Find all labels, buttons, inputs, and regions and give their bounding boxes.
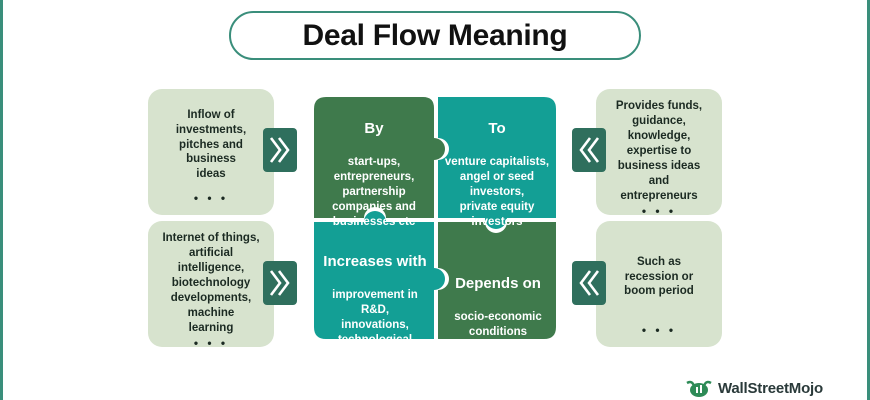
ellipsis-dots: • • • [193, 191, 229, 205]
side-card-text: Inflow of investments, pitches and busin… [175, 108, 247, 181]
double-chevron-right-icon [263, 261, 297, 305]
side-card-text: Internet of things, artificial intellige… [162, 232, 260, 334]
brand-logo: WallStreetMojo [684, 378, 823, 398]
side-card-economic-period: Such as recession or boom period • • • [596, 221, 722, 347]
double-chevron-right-icon [263, 128, 297, 172]
brand-logo-text: WallStreetMojo [718, 379, 823, 397]
ellipsis-dots: • • • [193, 335, 229, 350]
bull-logo-icon [686, 380, 712, 397]
puzzle-piece-bottom-right [438, 222, 556, 339]
ellipsis-dots: • • • [641, 203, 677, 218]
page-title: Deal Flow Meaning [302, 18, 568, 52]
puzzle-piece-top-left [314, 97, 445, 218]
quadrant-bottom-left: Increases with improvement in R&D, innov… [314, 235, 436, 381]
quadrant-body: venture capitalists, angel or seed inves… [444, 156, 550, 228]
quadrant-body: socio-economic conditions [454, 311, 542, 339]
double-chevron-left-icon [572, 261, 606, 305]
double-chevron-left-icon [572, 128, 606, 172]
quadrant-body: start-ups, entrepreneurs, partnership co… [332, 156, 416, 228]
quadrant-heading: Depends on [455, 275, 541, 292]
side-card-provides-funds: Provides funds, guidance, knowledge, exp… [596, 89, 722, 218]
title-pill: Deal Flow Meaning [229, 11, 641, 60]
quadrant-heading: By [364, 120, 384, 137]
side-card-text: Such as recession or boom period [624, 255, 694, 298]
ellipsis-dots: • • • [641, 323, 677, 337]
quadrant-heading: Increases with [323, 253, 427, 270]
quadrant-heading: To [488, 120, 506, 137]
puzzle-piece-top-right [438, 97, 556, 229]
side-card-technologies: Internet of things, artificial intellige… [148, 221, 274, 350]
quadrant-bottom-right: Depends on socio-economic conditions [440, 257, 556, 358]
puzzle-piece-bottom-left [314, 211, 445, 339]
quadrant-top-left: By start-ups, entrepreneurs, partnership… [316, 102, 432, 248]
quadrant-body: improvement in R&D, innovations, technol… [332, 289, 418, 361]
side-card-inflow: Inflow of investments, pitches and busin… [148, 89, 274, 215]
side-card-text: Provides funds, guidance, knowledge, exp… [615, 100, 703, 202]
quadrant-top-right: To venture capitalists, angel or seed in… [438, 102, 556, 248]
